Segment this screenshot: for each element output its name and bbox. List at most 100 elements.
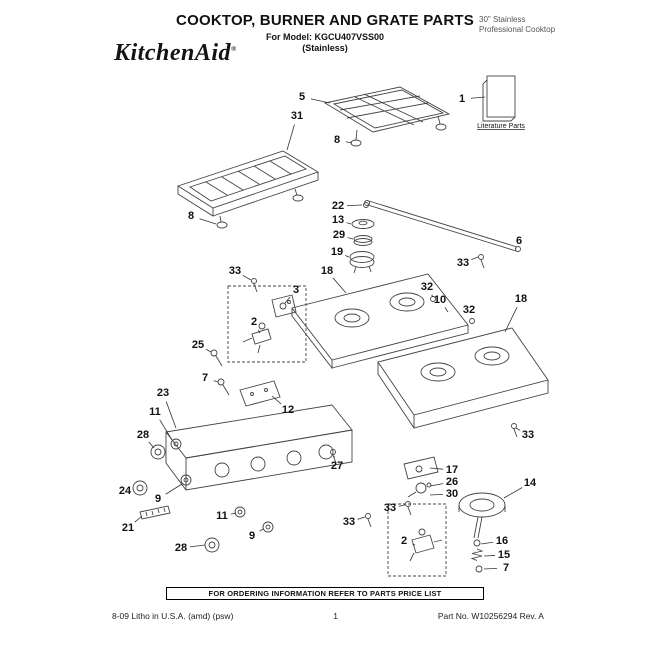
knob-parts <box>132 438 274 553</box>
valve-assembly-bottom <box>387 503 447 577</box>
callout-leader <box>347 237 354 240</box>
callout-leader <box>242 275 252 281</box>
callout-leader <box>134 515 143 523</box>
brand-logo: KitchenAid® <box>114 40 237 67</box>
callout-leader <box>159 419 173 441</box>
valve-assembly-left <box>227 285 307 363</box>
callout-24: 24 <box>119 485 132 497</box>
callout-leader <box>357 516 366 520</box>
callout-12: 12 <box>282 404 294 416</box>
callout-28: 28 <box>137 429 149 441</box>
callout-33: 33 <box>343 516 355 528</box>
callout-28: 28 <box>175 542 187 554</box>
callout-26: 26 <box>446 476 458 488</box>
callout-leader <box>431 294 434 298</box>
callout-33: 33 <box>522 429 534 441</box>
gas-tube-part <box>364 200 521 252</box>
callout-leader <box>483 555 496 557</box>
literature-part <box>482 75 516 122</box>
callout-leader <box>470 96 486 99</box>
bracket-12-part <box>239 380 281 407</box>
callout-leader <box>284 296 291 304</box>
callout-18: 18 <box>515 293 527 305</box>
callout-leader <box>286 124 295 151</box>
callout-31: 31 <box>291 110 303 122</box>
callout-leader <box>205 348 212 353</box>
callout-leader <box>259 528 264 532</box>
callout-29: 29 <box>333 229 345 241</box>
page-title: COOKTOP, BURNER AND GRATE PARTS <box>176 12 474 29</box>
callout-1: 1 <box>459 93 465 105</box>
callout-leader <box>165 401 177 429</box>
callout-14: 14 <box>524 477 537 489</box>
callout-8: 8 <box>188 210 194 222</box>
callout-10: 10 <box>434 294 446 306</box>
brand-logo-text: KitchenAid <box>114 40 232 66</box>
page-header: COOKTOP, BURNER AND GRATE PARTS For Mode… <box>0 12 650 53</box>
callout-leader <box>346 204 363 207</box>
callout-9: 9 <box>155 493 161 505</box>
callout-32: 32 <box>463 304 475 316</box>
callout-leader <box>483 568 498 570</box>
callout-layer: 5318182213291918633333232103218257231211… <box>119 91 537 574</box>
callout-leader <box>332 277 347 294</box>
cooktop-panel-right <box>377 327 549 429</box>
footer-page-number: 1 <box>333 611 338 621</box>
callout-13: 13 <box>332 214 344 226</box>
callout-leader <box>230 512 237 515</box>
callout-leader <box>503 487 523 499</box>
grate-part <box>323 86 451 147</box>
callout-leader <box>429 494 444 496</box>
callout-18: 18 <box>321 265 333 277</box>
callout-23: 23 <box>157 387 169 399</box>
callout-2: 2 <box>251 316 257 328</box>
burner-assembly-part <box>458 492 506 573</box>
callout-32: 32 <box>421 281 433 293</box>
burner-cap-stack <box>349 202 375 274</box>
literature-parts-label: Literature Parts <box>477 123 525 130</box>
callout-leader <box>213 380 219 383</box>
callout-16: 16 <box>496 535 508 547</box>
callout-25: 25 <box>192 339 204 351</box>
callout-leader <box>346 222 352 225</box>
callout-leader <box>429 467 444 470</box>
screw-27-part <box>330 449 337 464</box>
callout-leader <box>189 544 206 548</box>
callout-2: 2 <box>401 535 407 547</box>
diagram-art <box>132 75 549 577</box>
callout-leader <box>412 543 416 546</box>
footer-part-number: Part No. W10256294 Rev. A <box>437 611 544 621</box>
callout-leader <box>345 141 353 144</box>
callout-8: 8 <box>334 134 340 146</box>
callout-leader <box>148 441 155 449</box>
footer-row: 8-09 Litho in U.S.A. (amd) (psw) 1 Part … <box>112 611 544 621</box>
callout-7: 7 <box>503 562 509 574</box>
callout-17: 17 <box>446 464 458 476</box>
callout-leader <box>515 247 517 250</box>
callout-33: 33 <box>229 265 241 277</box>
ordering-note-box: FOR ORDERING INFORMATION REFER TO PARTS … <box>166 587 484 600</box>
callout-7: 7 <box>202 372 208 384</box>
callout-22: 22 <box>332 200 344 212</box>
callout-30: 30 <box>446 488 458 500</box>
callout-33: 33 <box>457 257 469 269</box>
valve-assembly-middle <box>403 456 439 498</box>
corner-note: 30" Stainless Professional Cooktop <box>479 15 555 35</box>
callout-leader <box>310 98 331 104</box>
callout-leader <box>504 306 518 333</box>
callout-15: 15 <box>498 549 510 561</box>
footer-litho-text: 8-09 Litho in U.S.A. (amd) (psw) <box>112 611 234 621</box>
screw-25-7-parts <box>210 349 230 396</box>
callout-11: 11 <box>149 406 161 418</box>
callout-leader <box>444 307 449 313</box>
screw-parts <box>251 254 518 528</box>
callout-leader <box>515 427 521 431</box>
callout-11: 11 <box>216 510 228 522</box>
callout-3: 3 <box>293 284 299 296</box>
corner-product-line: Professional Cooktop <box>479 25 556 34</box>
callout-27: 27 <box>331 460 343 472</box>
callout-leader <box>199 218 217 225</box>
callout-leader <box>345 255 350 258</box>
